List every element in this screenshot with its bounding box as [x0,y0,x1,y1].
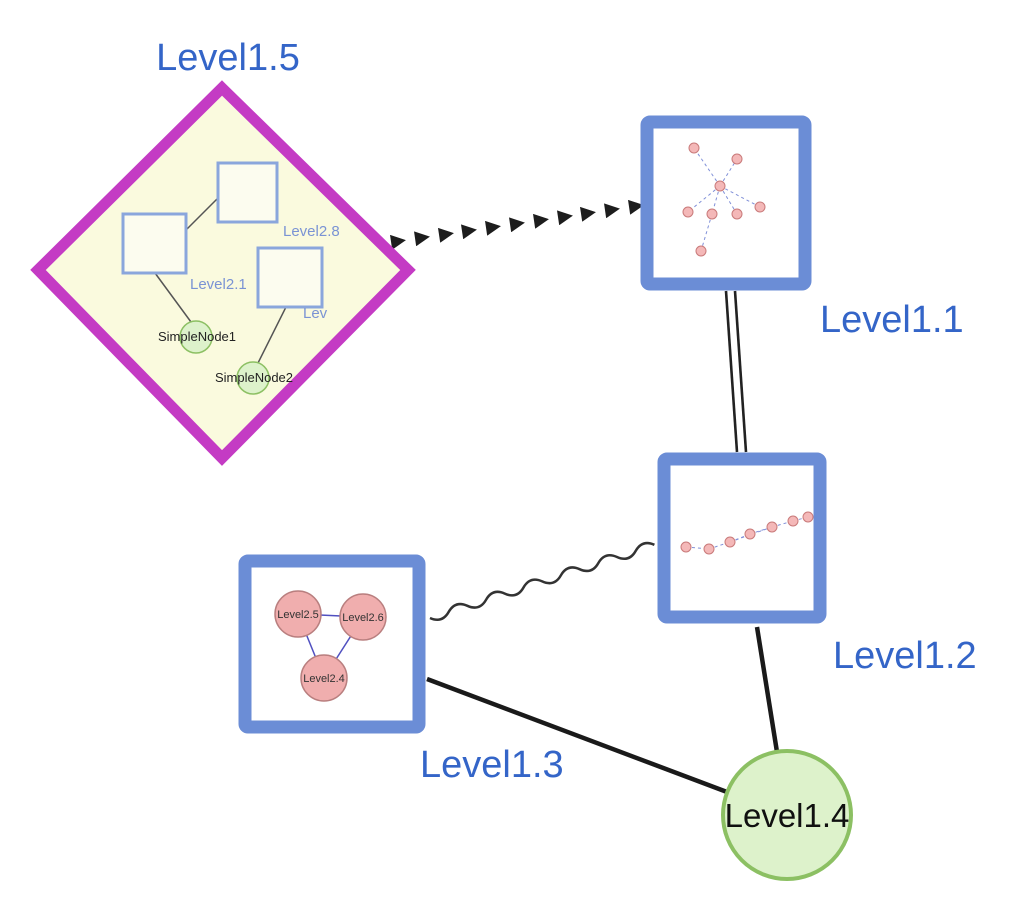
node-simplenode1-label: SimpleNode1 [158,329,236,344]
edge-level13-level14[interactable] [426,676,728,795]
node-level1-4[interactable]: Level1.4 [721,749,853,881]
mini-node [802,511,814,523]
node-level2-8-label: Level2.8 [283,223,340,240]
edge-level15-level11[interactable] [390,199,644,250]
level12-mini-graph [680,511,814,555]
mini-node [766,521,778,533]
node-level1-4-shape[interactable] [721,749,853,881]
level15-inner-edges [154,197,287,364]
node-level1-2-label: Level1.2 [833,635,977,677]
mini-node [731,208,743,220]
node-simplenode1[interactable] [179,320,213,354]
edge-level12-level14[interactable] [754,626,780,753]
edge-level11-level12[interactable] [724,290,748,453]
mini-node [714,180,726,192]
node-level1-2[interactable] [657,452,827,624]
mini-node [744,528,756,540]
node-level2-5[interactable] [274,590,322,638]
node-simplenode2-label: SimpleNode2 [215,370,293,385]
node-level1-5-label: Level1.5 [156,37,300,79]
level11-mini-graph [682,142,766,257]
mini-node [724,536,736,548]
node-lev[interactable] [256,246,324,309]
mini-node [754,201,766,213]
edge-level13-level12[interactable] [429,541,655,621]
mini-node [706,208,718,220]
mini-node [688,142,700,154]
node-level2-4-label: Level2.4 [303,673,345,685]
node-level2-4[interactable] [300,654,348,702]
node-level1-1[interactable] [640,115,812,291]
node-level2-8[interactable] [216,161,279,224]
mini-node [680,541,692,553]
mini-node [682,206,694,218]
node-level1-1-label: Level1.1 [820,299,964,341]
node-lev-label: Lev [303,305,328,322]
node-level2-5-label: Level2.5 [277,609,319,621]
node-level1-5[interactable]: Level2.8 Level2.1 Lev SimpleNode1 Simple… [30,80,416,466]
node-level1-3-label: Level1.3 [420,744,564,786]
mini-node [695,245,707,257]
mini-node [703,543,715,555]
node-level1-3-frame[interactable] [238,554,426,734]
node-level2-6-label: Level2.6 [342,612,384,624]
node-simplenode2[interactable] [236,361,270,395]
mini-node [787,515,799,527]
node-level2-1-label: Level2.1 [190,276,247,293]
node-level2-6[interactable] [339,593,387,641]
mini-node [731,153,743,165]
node-level1-3[interactable]: Level2.5 Level2.6 Level2.4 [238,554,426,734]
node-level1-1-frame[interactable] [640,115,812,291]
node-level2-1[interactable] [121,212,188,275]
diamond-shape[interactable] [30,80,416,466]
node-level1-4-label: Level1.4 [725,797,850,834]
